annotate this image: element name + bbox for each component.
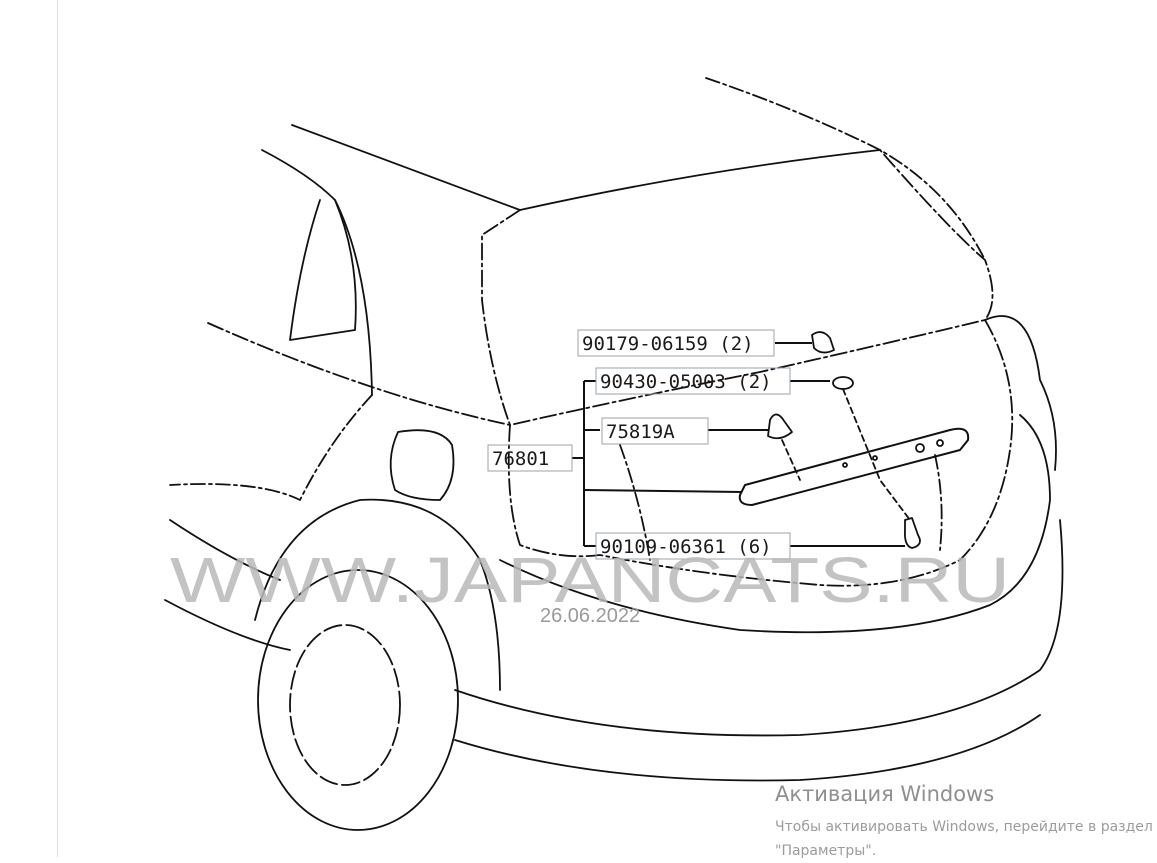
washer-90430	[832, 376, 854, 390]
bumper-lower	[454, 714, 1041, 782]
garnish-hole	[842, 462, 848, 468]
rear-wheel-outer	[257, 569, 459, 831]
plate-area	[619, 444, 651, 561]
part-label-90179: 90179-06159 (2)	[582, 333, 754, 355]
part-label-76801: 76801	[492, 448, 549, 470]
windows-activation-title: Активация Windows	[775, 782, 995, 806]
roof-line	[291, 124, 521, 211]
garnish-hole	[936, 439, 944, 447]
body-side-2	[169, 519, 281, 581]
wheel-arch	[254, 498, 501, 691]
clip-75819a	[767, 413, 793, 440]
windows-activation-line: "Параметры".	[775, 843, 877, 859]
windows-activation-message: Чтобы активировать Windows, перейдите в …	[775, 815, 1157, 863]
label-box	[595, 532, 791, 560]
side-window	[261, 149, 357, 341]
leader-76801-garnish	[583, 489, 743, 493]
hatch-outline	[507, 319, 1014, 587]
bumper	[454, 519, 1064, 737]
rear-wheel-inner	[289, 624, 401, 786]
watermark-date: 26.06.2022	[540, 605, 640, 627]
leader-clip	[781, 439, 801, 481]
part-label-90109: 90109-06361 (6)	[600, 536, 772, 558]
label-box	[601, 417, 709, 445]
leader-washer	[842, 388, 911, 521]
roof-edge	[705, 77, 986, 261]
rear-window	[481, 149, 994, 426]
page-margin-line	[57, 0, 58, 857]
label-box	[577, 329, 775, 357]
nut-90179	[811, 331, 835, 354]
quarter-panel	[169, 394, 373, 501]
part-label-90430: 90430-05003 (2)	[600, 371, 772, 393]
plate-area-right	[934, 454, 943, 551]
body-side	[164, 599, 291, 651]
garnish-hole	[915, 443, 925, 453]
fuel-door	[389, 429, 455, 501]
spoiler-top	[519, 149, 881, 211]
garnish-hole	[872, 455, 878, 461]
hatch-lower	[499, 414, 1051, 634]
garnish-strip	[738, 427, 970, 506]
label-box	[487, 444, 573, 472]
label-box	[595, 367, 791, 395]
windows-activation-line: Чтобы активировать Windows, перейдите в …	[775, 819, 1153, 835]
belt-line	[207, 322, 511, 426]
watermark-text: WWW.JAPANCATS.RU	[170, 544, 1010, 616]
part-label-75819a: 75819A	[606, 421, 675, 443]
c-pillar	[334, 199, 373, 396]
bolt-90109	[903, 517, 921, 549]
tail-right	[984, 315, 1057, 471]
